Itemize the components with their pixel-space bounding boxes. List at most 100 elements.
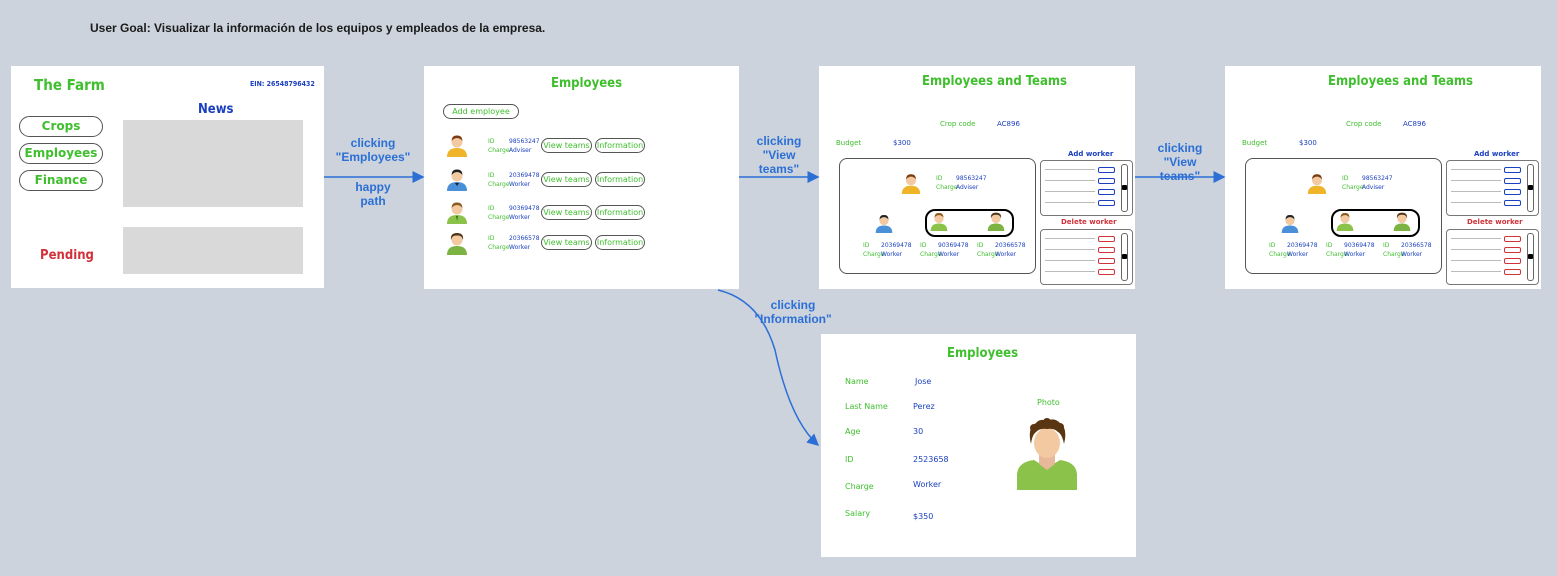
- leader-charge: Adviser: [1362, 184, 1385, 191]
- arrow-label-view-teams-2: clicking "View teams": [1157, 141, 1203, 183]
- teams-screen: Employees and Teams Crop code AC896 Budg…: [819, 66, 1135, 289]
- arrow-label-information: clicking "Information": [754, 298, 832, 326]
- view-teams-button[interactable]: View teams: [541, 205, 592, 220]
- member-id: 20369478: [881, 242, 912, 249]
- information-button[interactable]: Information: [595, 172, 645, 187]
- delete-worker-heading: Delete worker: [1061, 218, 1117, 226]
- charge-label: Charge: [977, 251, 999, 258]
- employee-id: 90369478: [509, 205, 540, 212]
- delete-button[interactable]: [1504, 258, 1521, 264]
- employees-title: Employees: [551, 76, 623, 91]
- delete-button[interactable]: [1504, 247, 1521, 253]
- id-value: 2523658: [913, 455, 949, 464]
- add-button[interactable]: [1504, 189, 1521, 195]
- age-label: Age: [845, 427, 861, 436]
- employee-photo-icon: [1017, 418, 1077, 490]
- scrollbar[interactable]: [1121, 164, 1128, 212]
- charge-label: Charge: [1383, 251, 1405, 258]
- worker-avatar-icon: [447, 169, 467, 191]
- add-button[interactable]: [1504, 200, 1521, 206]
- charge-label: Charge: [1342, 184, 1364, 191]
- name-value: Jose: [915, 377, 932, 386]
- view-teams-button[interactable]: View teams: [541, 172, 592, 187]
- employee-charge: Adviser: [509, 147, 532, 154]
- add-button[interactable]: [1504, 178, 1521, 184]
- delete-button[interactable]: [1098, 258, 1115, 264]
- worker-avatar-icon: [875, 215, 893, 233]
- delete-button[interactable]: [1504, 236, 1521, 242]
- add-worker-list[interactable]: [1040, 160, 1133, 216]
- id-label: ID: [1269, 242, 1276, 249]
- nav-finance-button[interactable]: Finance: [19, 170, 103, 191]
- budget-label: Budget: [1242, 139, 1268, 147]
- selected-members-highlight: [1331, 209, 1420, 237]
- budget-label: Budget: [836, 139, 862, 147]
- leader-id: 98563247: [1362, 175, 1393, 182]
- delete-worker-list[interactable]: [1040, 229, 1133, 285]
- delete-button[interactable]: [1098, 236, 1115, 242]
- id-label: ID: [920, 242, 927, 249]
- pending-heading: Pending: [40, 248, 94, 263]
- photo-label: Photo: [1037, 398, 1060, 407]
- worker-avatar-icon: [1281, 215, 1299, 233]
- teams-title: Employees and Teams: [1328, 74, 1474, 89]
- employee-charge: Worker: [509, 181, 531, 188]
- member-charge: Worker: [1287, 251, 1309, 258]
- crop-code-label: Crop code: [1346, 120, 1382, 128]
- add-button[interactable]: [1504, 167, 1521, 173]
- scrollbar[interactable]: [1527, 164, 1534, 212]
- worker-avatar-icon: [447, 202, 467, 224]
- teams-title: Employees and Teams: [922, 74, 1068, 89]
- member-id: 20366578: [1401, 242, 1432, 249]
- information-button[interactable]: Information: [595, 138, 645, 153]
- leader-charge: Adviser: [956, 184, 979, 191]
- salary-label: Salary: [845, 509, 871, 518]
- add-employee-button[interactable]: Add employee: [443, 104, 519, 119]
- delete-button[interactable]: [1504, 269, 1521, 275]
- crop-code-value: AC896: [997, 120, 1020, 128]
- app-title: The Farm: [34, 76, 105, 94]
- id-label: ID: [488, 172, 495, 179]
- delete-button[interactable]: [1098, 247, 1115, 253]
- charge-label: Charge: [845, 482, 874, 491]
- worker-avatar-icon: [1393, 212, 1411, 231]
- worker-avatar-icon: [987, 212, 1005, 231]
- id-label: ID: [1383, 242, 1390, 249]
- add-worker-heading: Add worker: [1068, 150, 1114, 158]
- crop-code-value: AC896: [1403, 120, 1426, 128]
- employee-detail-screen: Employees Name Jose Last Name Perez Age …: [821, 334, 1136, 557]
- information-button[interactable]: Information: [595, 235, 645, 250]
- nav-employees-button[interactable]: Employees: [19, 143, 103, 164]
- add-button[interactable]: [1098, 200, 1115, 206]
- delete-worker-list[interactable]: [1446, 229, 1539, 285]
- id-label: ID: [845, 455, 854, 464]
- member-charge: Worker: [881, 251, 903, 258]
- nav-crops-button[interactable]: Crops: [19, 116, 103, 137]
- member-id: 20369478: [1287, 242, 1318, 249]
- worker-avatar-icon: [930, 213, 948, 231]
- charge-value: Worker: [913, 480, 942, 489]
- member-id: 90369478: [1344, 242, 1375, 249]
- charge-label: Charge: [863, 251, 885, 258]
- add-button[interactable]: [1098, 189, 1115, 195]
- arrow-label-happy-path: happy path: [355, 180, 391, 208]
- add-worker-list[interactable]: [1446, 160, 1539, 216]
- charge-label: Charge: [1269, 251, 1291, 258]
- scrollbar[interactable]: [1527, 233, 1534, 281]
- age-value: 30: [913, 427, 924, 436]
- news-panel: [123, 120, 303, 207]
- information-button[interactable]: Information: [595, 205, 645, 220]
- id-label: ID: [488, 235, 495, 242]
- view-teams-button[interactable]: View teams: [541, 138, 592, 153]
- id-label: ID: [488, 138, 495, 145]
- leader-id: 98563247: [956, 175, 987, 182]
- worker-avatar-icon: [447, 233, 467, 255]
- scrollbar[interactable]: [1121, 233, 1128, 281]
- add-button[interactable]: [1098, 178, 1115, 184]
- view-teams-button[interactable]: View teams: [541, 235, 592, 250]
- crop-code-label: Crop code: [940, 120, 976, 128]
- add-button[interactable]: [1098, 167, 1115, 173]
- add-worker-heading: Add worker: [1474, 150, 1520, 158]
- delete-button[interactable]: [1098, 269, 1115, 275]
- charge-label: Charge: [920, 251, 942, 258]
